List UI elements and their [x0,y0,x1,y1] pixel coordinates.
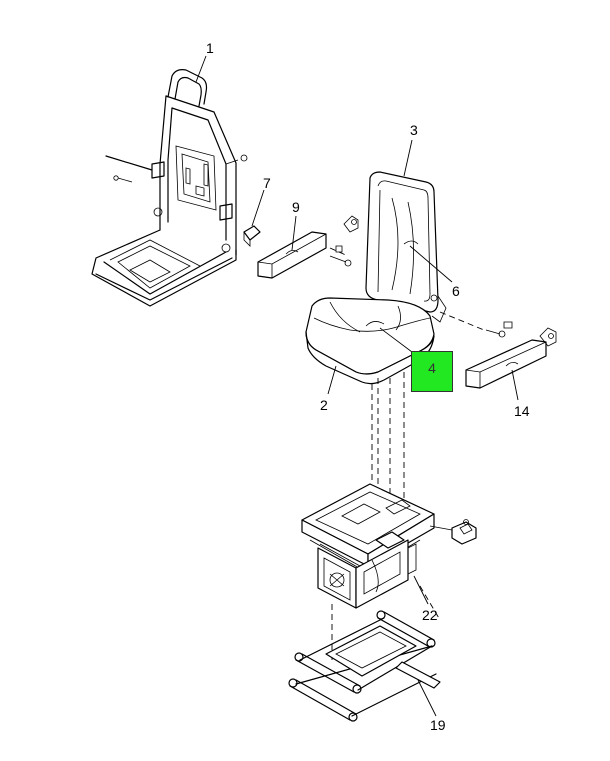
callout-3[interactable]: 3 [410,122,418,138]
highlighted-callout-4-label: 4 [428,360,436,376]
left-armrest-part-9[interactable] [257,215,359,279]
part-7[interactable] [243,225,261,247]
callout-1[interactable]: 1 [206,40,214,56]
seat-suspension-part-22[interactable] [301,483,477,609]
callout-6[interactable]: 6 [452,283,460,299]
scissor-base-part-19[interactable] [288,610,441,722]
seat-cushion-part-2[interactable] [305,297,435,385]
highlighted-callout-4[interactable] [411,351,453,392]
callout-2[interactable]: 2 [320,397,328,413]
seat-back-part-3[interactable] [365,171,447,323]
right-armrest-part-14[interactable] [439,311,557,389]
callout-14[interactable]: 14 [514,403,530,419]
seat-frame-part-1[interactable] [91,69,248,307]
callout-9[interactable]: 9 [292,199,300,215]
callout-22[interactable]: 22 [422,607,438,623]
callout-19[interactable]: 19 [430,717,446,733]
alignment-lines [331,372,441,662]
callout-7[interactable]: 7 [263,175,271,191]
